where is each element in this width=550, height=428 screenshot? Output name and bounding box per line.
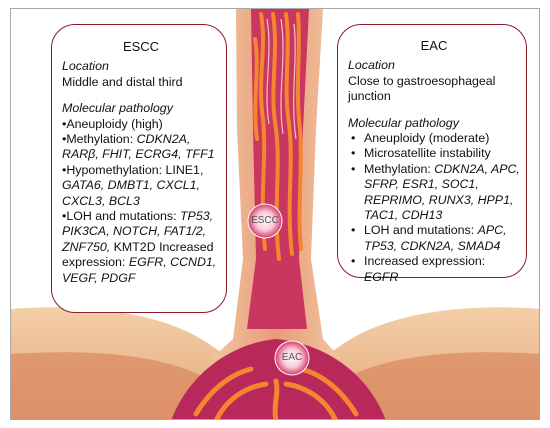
eac-pathology-list: Aneuploidy (moderate) Microsatellite ins… xyxy=(348,131,520,285)
escc-title: ESCC xyxy=(122,39,160,54)
escc-item-methylation: •Methylation: CDKN2A, RARβ, FHIT, ECRG4,… xyxy=(62,132,215,162)
eac-marker-label: EAC xyxy=(281,352,303,363)
escc-item-hypomethylation: •Hypomethylation: LINE1, GATA6, DMBT1, C… xyxy=(62,162,204,208)
escc-tumor xyxy=(247,203,283,239)
eac-location-heading: Location xyxy=(348,58,395,73)
eac-pathology-heading: Molecular pathology xyxy=(348,115,459,130)
eac-location: Close to gastroesophageal junction xyxy=(348,73,496,104)
escc-location: Middle and distal third xyxy=(62,74,183,89)
stomach-lumen xyxy=(171,339,386,419)
escc-marker-label: ESCC xyxy=(251,215,279,226)
gastric-folds xyxy=(193,366,359,419)
eac-item-methylation: Methylation: CDKN2A, APC, SFRP, ESR1, SO… xyxy=(348,162,520,224)
eac-item-msi: Microsatellite instability xyxy=(348,146,520,162)
escc-pathology-heading: Molecular pathology xyxy=(62,101,173,116)
escc-location-heading: Location xyxy=(62,59,109,74)
eac-item-loh-mutations: LOH and mutations: APC, TP53, CDKN2A, SM… xyxy=(348,223,520,254)
eac-tumor xyxy=(274,340,310,376)
escc-item-loh-mutations: •LOH and mutations: TP53, PIK3CA, NOTCH,… xyxy=(62,209,217,285)
eac-card: EAC Location Close to gastroesophageal j… xyxy=(337,24,527,284)
escc-item-aneuploidy: •Aneuploidy (high) xyxy=(62,116,163,131)
eac-item-aneuploidy: Aneuploidy (moderate) xyxy=(348,131,520,147)
eac-item-expression: Increased expression: EGFR xyxy=(348,254,520,285)
eac-title: EAC xyxy=(420,38,448,53)
stomach-lining-left xyxy=(11,352,231,419)
esophagus-illustration xyxy=(11,9,539,419)
figure-frame: ESCC EAC ESCC Location Middle and distal… xyxy=(10,8,540,420)
escc-card: ESCC Location Middle and distal third Mo… xyxy=(51,24,227,313)
